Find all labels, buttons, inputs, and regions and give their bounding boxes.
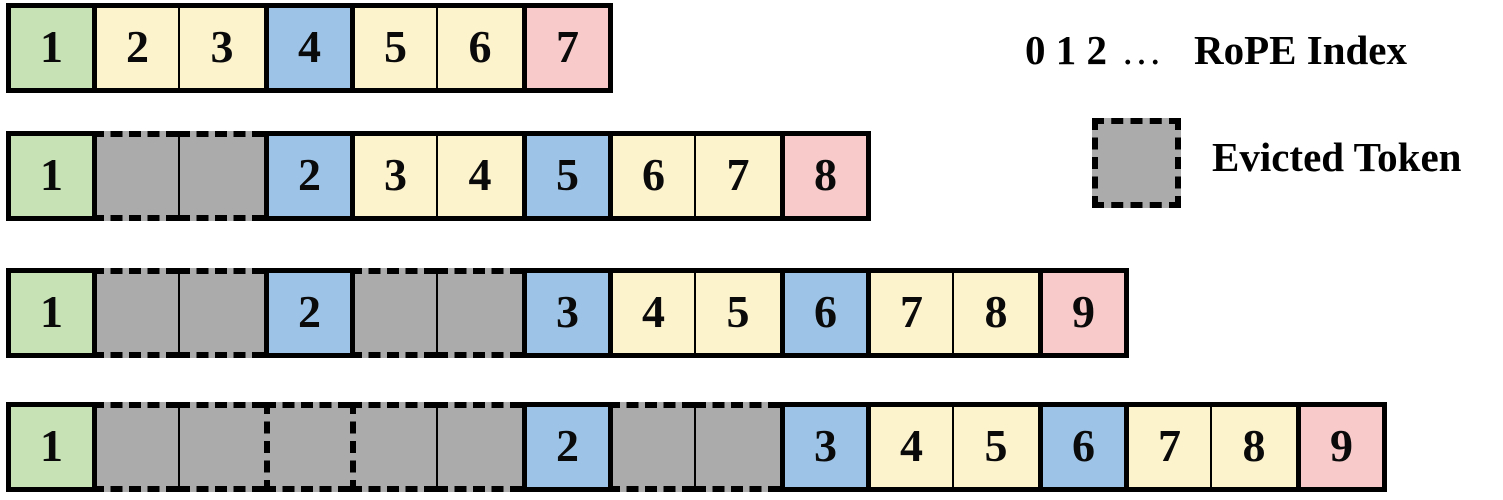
token-cell: 9 xyxy=(1038,268,1129,358)
token-cell: 3 xyxy=(350,131,436,221)
token-cell: 7 xyxy=(522,3,613,93)
token-cell: 2 xyxy=(264,268,350,358)
evicted-token-cell xyxy=(92,131,178,221)
token-cell: 9 xyxy=(1296,402,1387,492)
token-cell: 3 xyxy=(522,268,608,358)
evicted-token-cell xyxy=(178,131,264,221)
token-cell: 1 xyxy=(6,3,92,93)
token-cell: 1 xyxy=(6,131,92,221)
legend-rope-index: 0 1 2 … RoPE Index xyxy=(1025,26,1407,74)
token-cell: 8 xyxy=(952,268,1038,358)
evicted-token-label: Evicted Token xyxy=(1212,134,1462,180)
evicted-token-cell xyxy=(350,268,436,358)
evicted-token-cell xyxy=(178,268,264,358)
evicted-token-cell xyxy=(436,402,522,492)
evicted-token-cell xyxy=(178,402,264,492)
token-cell: 7 xyxy=(1124,402,1210,492)
token-cell: 2 xyxy=(522,402,608,492)
token-cell: 6 xyxy=(436,3,522,93)
evicted-token-swatch-icon xyxy=(1092,118,1181,208)
token-cell: 3 xyxy=(178,3,264,93)
token-cell: 3 xyxy=(780,402,866,492)
token-cell: 4 xyxy=(866,402,952,492)
token-cell: 5 xyxy=(522,131,608,221)
token-cell: 5 xyxy=(350,3,436,93)
evicted-token-cell xyxy=(92,268,178,358)
token-cell: 5 xyxy=(952,402,1038,492)
token-cell: 4 xyxy=(608,268,694,358)
token-cell: 8 xyxy=(780,131,871,221)
evicted-token-cell xyxy=(436,268,522,358)
rope-index-numbers: 0 1 2 xyxy=(1025,27,1107,73)
token-cell: 2 xyxy=(92,3,178,93)
evicted-token-cell xyxy=(350,402,436,492)
rope-index-ellipsis: … xyxy=(1121,27,1162,73)
token-cell: 8 xyxy=(1210,402,1296,492)
token-cell: 5 xyxy=(694,268,780,358)
token-cell: 4 xyxy=(264,3,350,93)
evicted-token-cell xyxy=(92,402,178,492)
evicted-token-cell xyxy=(264,402,350,492)
token-cell: 1 xyxy=(6,402,92,492)
evicted-token-cell xyxy=(608,402,694,492)
token-cell: 2 xyxy=(264,131,350,221)
rope-index-label: RoPE Index xyxy=(1194,27,1408,73)
token-cell: 6 xyxy=(1038,402,1124,492)
token-cell: 7 xyxy=(866,268,952,358)
token-cell: 6 xyxy=(780,268,866,358)
token-cell: 1 xyxy=(6,268,92,358)
token-cell: 7 xyxy=(694,131,780,221)
token-cell: 6 xyxy=(608,131,694,221)
evicted-token-cell xyxy=(694,402,780,492)
token-cell: 4 xyxy=(436,131,522,221)
